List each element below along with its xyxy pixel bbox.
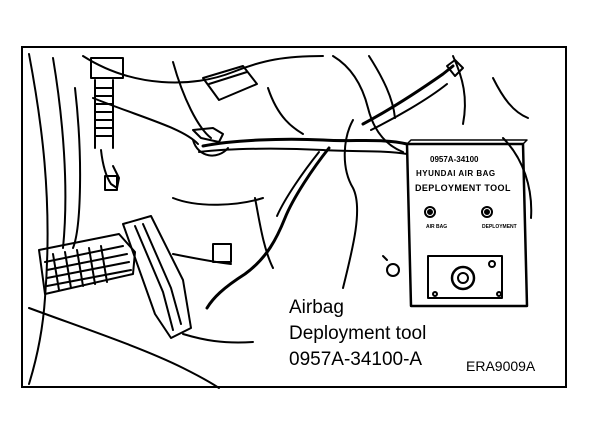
- figure-code: ERA9009A: [466, 358, 536, 374]
- tool-lamp1-label: AIR BAG: [426, 224, 448, 230]
- callout-line-tool: Deployment tool: [289, 323, 427, 344]
- tool-name-label: DEPLOYMENT TOOL: [415, 183, 511, 193]
- tool-brand-label: HYUNDAI AIR BAG: [416, 169, 496, 178]
- deployment-tool-box: [405, 139, 529, 308]
- connector-block: [192, 65, 258, 143]
- callout-line-part-number: 0957A-34100-A: [289, 349, 423, 370]
- tool-cable: [198, 59, 464, 310]
- tool-part-number: 0957A-34100: [430, 155, 479, 164]
- tool-lamp2-label: DEPLOYMENT: [482, 224, 517, 230]
- brake-pedal: [38, 197, 274, 339]
- callout-line-airbag: Airbag: [289, 297, 344, 318]
- harness-strap: [90, 57, 124, 191]
- dashboard: [82, 55, 533, 219]
- line-drawing: [28, 53, 533, 389]
- floor: [28, 255, 400, 389]
- figure-frame: 0957A-34100 HYUNDAI AIR BAG DEPLOYMENT T…: [21, 46, 567, 389]
- door-pillar: [28, 53, 82, 385]
